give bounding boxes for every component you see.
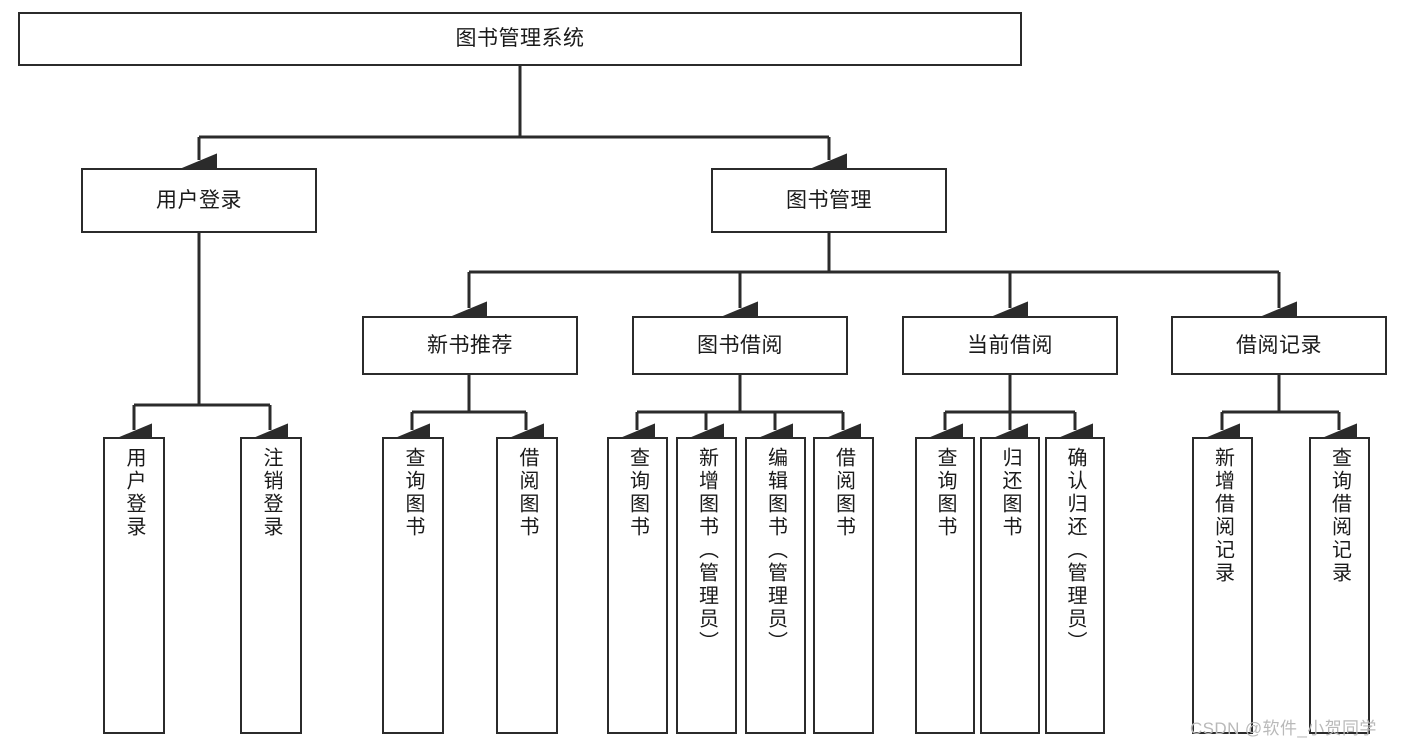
leaf-user-login-label: 用户登录 [123, 447, 145, 539]
leaf-bw-add-book-label: 新增图书（管理员） [695, 447, 718, 654]
leaf-rec-add-record-label: 新增借阅记录 [1211, 447, 1234, 585]
node-book-management[interactable]: 图书管理 [711, 168, 947, 233]
leaf-bw-add-book[interactable]: 新增图书（管理员） [676, 437, 737, 734]
leaf-nb-query-books[interactable]: 查询图书 [382, 437, 444, 734]
leaf-nb-query-books-label: 查询图书 [402, 447, 424, 539]
leaf-nb-borrow-books-label: 借阅图书 [516, 447, 538, 539]
node-current-borrow-label: 当前借阅 [967, 333, 1053, 357]
node-root[interactable]: 图书管理系统 [18, 12, 1022, 66]
node-borrow-records[interactable]: 借阅记录 [1171, 316, 1387, 375]
leaf-cur-query-books-label: 查询图书 [934, 447, 956, 539]
leaf-bw-edit-book-label: 编辑图书（管理员） [764, 447, 787, 654]
node-new-book-recommend-label: 新书推荐 [427, 333, 513, 357]
node-book-borrow-label: 图书借阅 [697, 333, 783, 357]
leaf-cur-confirm-return-label: 确认归还（管理员） [1064, 447, 1086, 654]
leaf-bw-borrow-book[interactable]: 借阅图书 [813, 437, 874, 734]
leaf-bw-edit-book[interactable]: 编辑图书（管理员） [745, 437, 806, 734]
node-book-management-label: 图书管理 [786, 188, 872, 212]
node-book-borrow[interactable]: 图书借阅 [632, 316, 848, 375]
leaf-cur-return-books-label: 归还图书 [999, 447, 1021, 539]
leaf-rec-add-record[interactable]: 新增借阅记录 [1192, 437, 1253, 734]
leaf-rec-query-record[interactable]: 查询借阅记录 [1309, 437, 1370, 734]
node-current-borrow[interactable]: 当前借阅 [902, 316, 1118, 375]
node-user-login-label: 用户登录 [156, 188, 242, 212]
watermark: CSDN @软件_小贺同学 [1190, 719, 1377, 738]
node-borrow-records-label: 借阅记录 [1236, 333, 1322, 357]
leaf-cur-confirm-return[interactable]: 确认归还（管理员） [1045, 437, 1105, 734]
leaf-logout-label: 注销登录 [260, 447, 282, 539]
node-user-login[interactable]: 用户登录 [81, 168, 317, 233]
leaf-user-login[interactable]: 用户登录 [103, 437, 165, 734]
leaf-bw-borrow-book-label: 借阅图书 [832, 447, 855, 539]
leaf-nb-borrow-books[interactable]: 借阅图书 [496, 437, 558, 734]
leaf-bw-query-books[interactable]: 查询图书 [607, 437, 668, 734]
leaf-cur-query-books[interactable]: 查询图书 [915, 437, 975, 734]
leaf-bw-query-books-label: 查询图书 [626, 447, 649, 539]
node-new-book-recommend[interactable]: 新书推荐 [362, 316, 578, 375]
leaf-logout[interactable]: 注销登录 [240, 437, 302, 734]
leaf-rec-query-record-label: 查询借阅记录 [1328, 447, 1351, 585]
node-root-label: 图书管理系统 [455, 27, 585, 51]
leaf-cur-return-books[interactable]: 归还图书 [980, 437, 1040, 734]
